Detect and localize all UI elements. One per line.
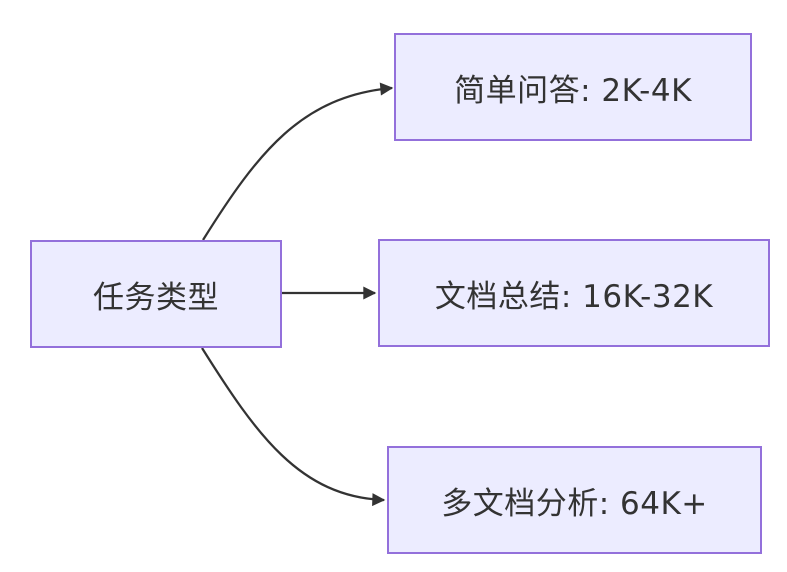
edge-root-to-simple-qa: [202, 82, 394, 241]
node-multidoc-analysis-label: 多文档分析: 64K+: [441, 485, 708, 522]
edge-root-to-multidoc-analysis: [201, 347, 386, 507]
node-task-type: 任务类型: [30, 240, 282, 348]
node-task-type-label: 任务类型: [93, 279, 219, 316]
node-doc-summary-label: 文档总结: 16K-32K: [434, 278, 714, 315]
node-simple-qa: 简单问答: 2K-4K: [394, 33, 752, 141]
node-simple-qa-label: 简单问答: 2K-4K: [454, 72, 692, 109]
node-multidoc-analysis: 多文档分析: 64K+: [387, 446, 762, 554]
node-doc-summary: 文档总结: 16K-32K: [378, 239, 770, 347]
